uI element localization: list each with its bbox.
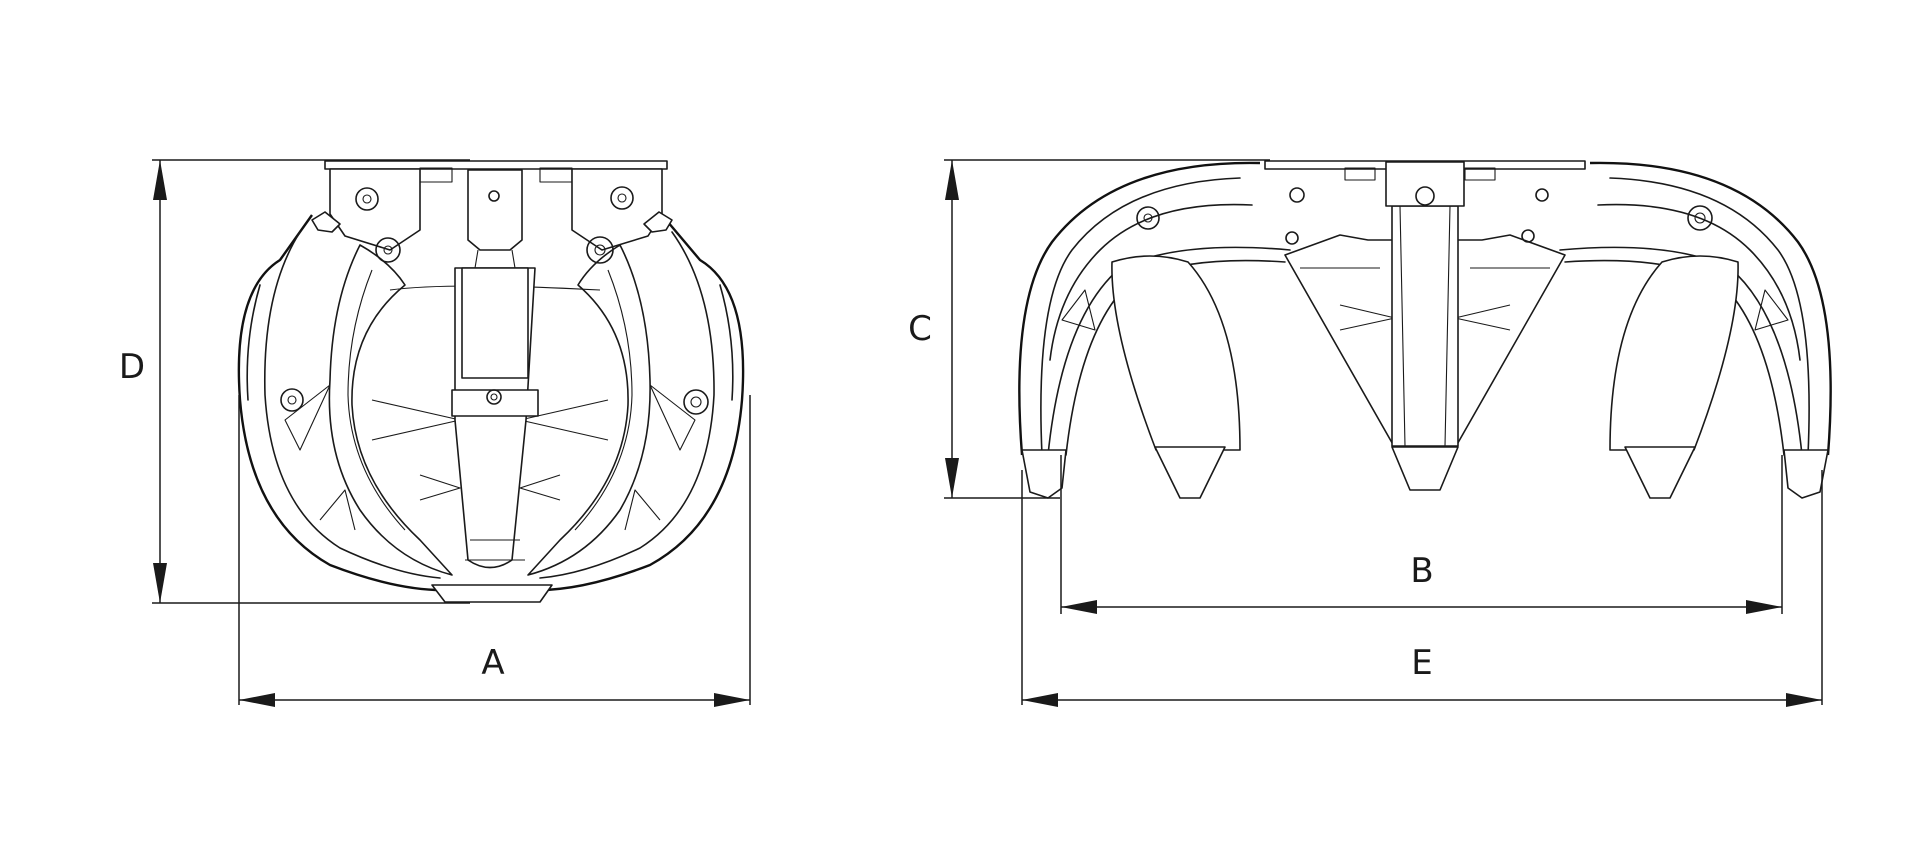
label-d: D [119, 347, 145, 387]
label-b: B [1410, 551, 1433, 591]
dimension-d [152, 159, 470, 604]
dimension-e [1021, 470, 1823, 707]
label-c: C [908, 309, 932, 349]
dimension-c [944, 159, 1270, 499]
grapple-closed-view [237, 160, 745, 603]
grapple-open-view [1018, 160, 1832, 499]
dimension-a [238, 395, 751, 707]
dimension-b [1060, 455, 1783, 614]
label-a: A [481, 643, 504, 683]
label-e: E [1411, 643, 1432, 683]
